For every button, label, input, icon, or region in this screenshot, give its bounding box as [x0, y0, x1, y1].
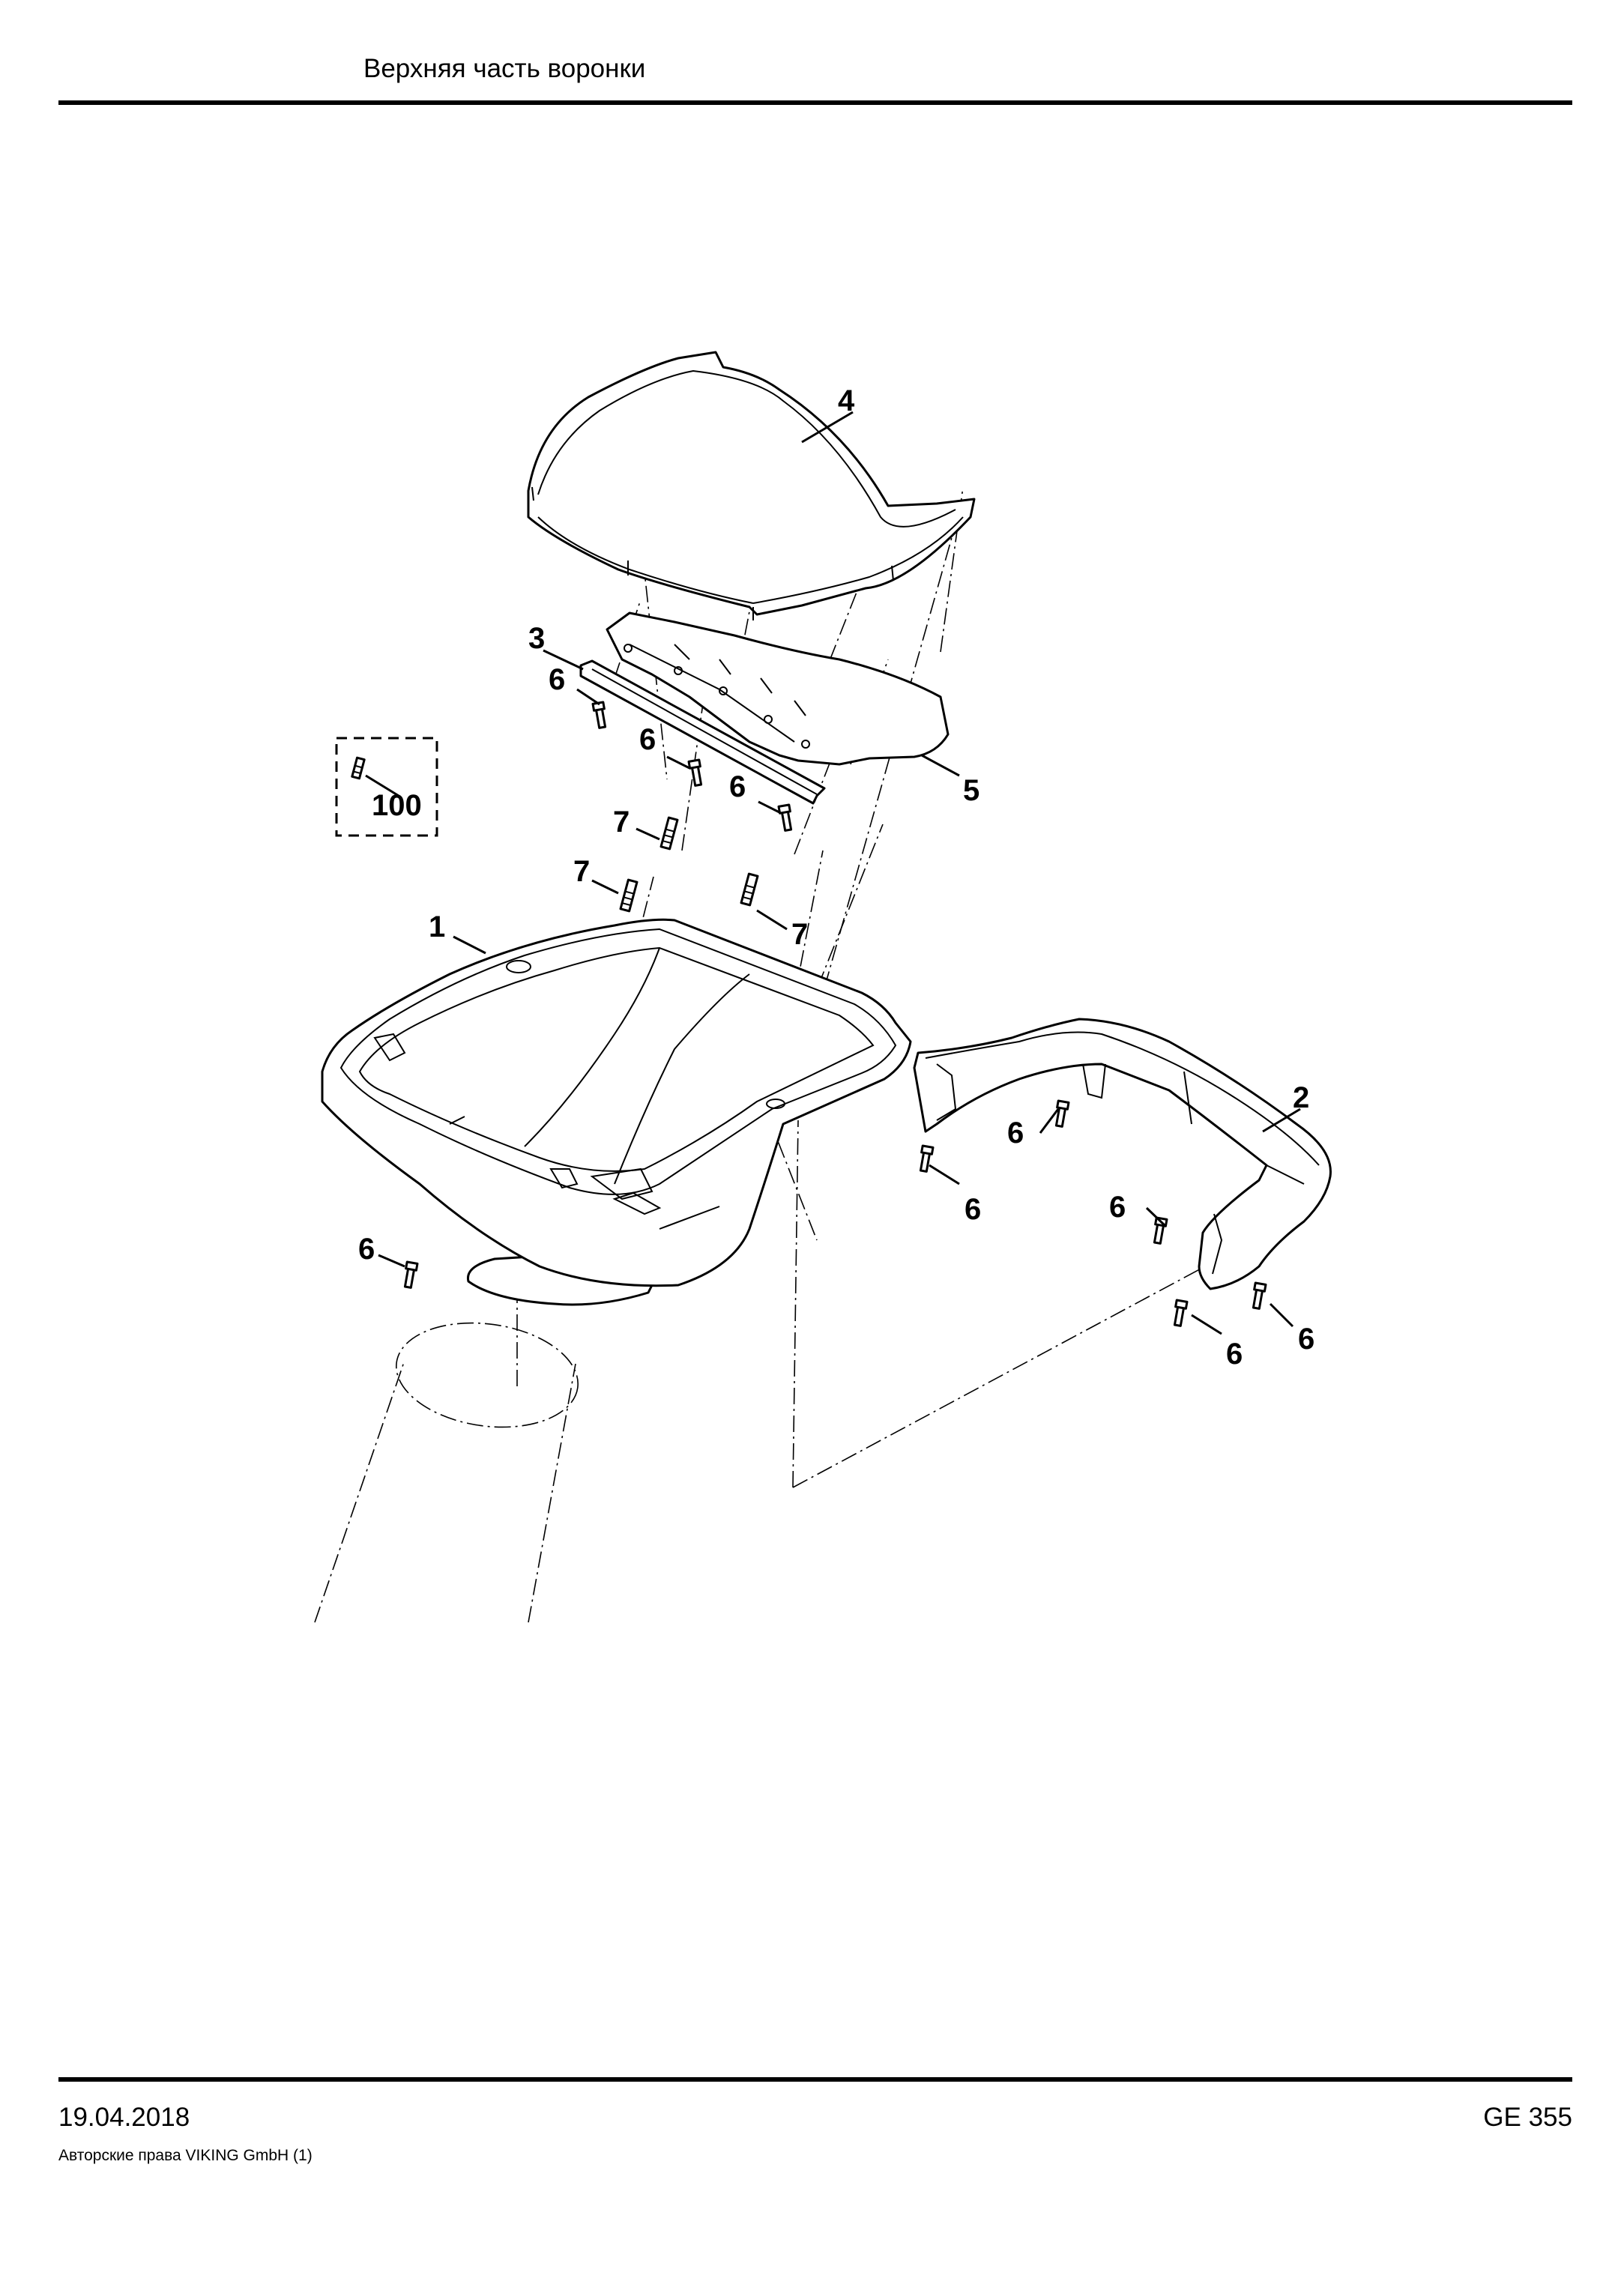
- part-2-rear-guard: [913, 1018, 1332, 1290]
- callout-7: 7: [573, 855, 590, 888]
- callout-100: 100: [372, 789, 422, 822]
- header-rule: [58, 100, 1572, 105]
- callout-6: 6: [639, 723, 656, 756]
- callout-1: 1: [429, 910, 445, 943]
- callout-4: 4: [838, 384, 855, 417]
- footer-copyright: Авторские права VIKING GmbH (1): [58, 2147, 313, 2164]
- part-4-top-cover: [527, 351, 976, 620]
- part-3-strip: [579, 659, 826, 805]
- footer-rule: [58, 2077, 1572, 2082]
- callout-6: 6: [549, 663, 565, 696]
- callout-2: 2: [1293, 1081, 1309, 1114]
- part-5-flap: [606, 611, 950, 766]
- footer-model: GE 355: [1483, 2103, 1572, 2132]
- callout-labels: 4 3 6 6 6 5 100 7 7 7 1 2 6 6 6 6 6 6: [358, 384, 1314, 1371]
- pins-part-7: [619, 816, 759, 913]
- callout-5: 5: [963, 774, 979, 807]
- callout-6: 6: [358, 1233, 375, 1266]
- callout-7: 7: [613, 806, 630, 839]
- part-1-funnel: [321, 918, 912, 1306]
- callout-6: 6: [1109, 1191, 1126, 1224]
- callout-6: 6: [965, 1193, 981, 1226]
- page-title: Верхняя часть воронки: [363, 54, 646, 83]
- footer-date: 19.04.2018: [58, 2103, 190, 2132]
- callout-3: 3: [528, 622, 545, 655]
- callout-6: 6: [729, 770, 746, 803]
- callout-6: 6: [1007, 1117, 1024, 1149]
- leader-lines: [365, 411, 1301, 1335]
- callout-6: 6: [1226, 1338, 1243, 1371]
- part-100-box: [335, 737, 438, 837]
- callout-7: 7: [791, 918, 808, 951]
- callout-6: 6: [1298, 1323, 1314, 1356]
